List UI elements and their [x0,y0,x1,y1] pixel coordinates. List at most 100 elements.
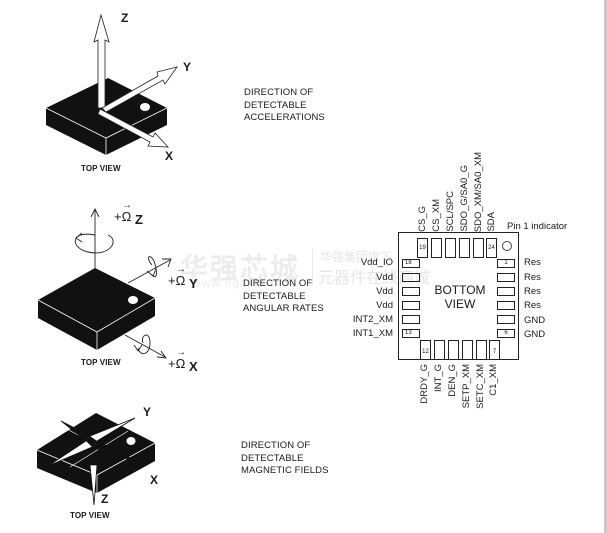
pin1-indicator-circle-icon [502,241,512,251]
pin-label-left: Vdd [376,286,393,297]
top-view-label: TOP VIEW [70,511,110,520]
pin-label-right: Res [524,300,541,311]
page-edge-divider [604,0,607,533]
pad-1: 1 [497,259,515,268]
z-axis-arrow-icon [93,13,110,109]
x-axis-label: X [188,359,198,374]
pad [476,340,487,360]
pin1-indicator-label: Pin 1 indicator [507,221,568,232]
pin-label-top: CS_G [417,206,428,232]
pad [497,273,515,282]
omega-symbol: +Ω [168,273,186,288]
caption-line: DETECTABLE [241,452,304,464]
pin-label-left: Vdd_IO [360,257,393,268]
bottom-view-line: VIEW [444,297,476,311]
pad-18: 18 [402,259,420,268]
y-axis-label: Y [143,405,152,419]
top-view-label: TOP VIEW [81,358,121,367]
caption-line: MAGNETIC FIELDS [241,465,329,476]
pad [448,340,459,360]
top-view-label: TOP VIEW [81,164,121,173]
omega-symbol: +Ω [168,356,186,371]
pin-label-left: INT1_XM [352,328,393,339]
pad [402,287,420,296]
pad [402,301,420,310]
omega-symbol: +Ω [114,209,132,224]
watermark-tagline-1: 华强集团旗下 [320,250,393,264]
x-axis-label: X [150,473,159,487]
pin1-dot-icon [128,296,138,304]
pin-label-bottom: DEN_G [447,364,458,397]
omega-y-label: → +Ω Y [168,264,198,291]
z-axis-label: Z [101,492,109,506]
pin-label-top: SDA [486,212,497,232]
pin-label-right: Res [524,272,541,283]
pad [497,315,515,324]
bottom-view-label: BOTTOM VIEW [425,283,495,311]
magnetic-field-caption: DIRECTION OF DETECTABLE MAGNETIC FIELDS [241,440,329,478]
pad [434,340,445,360]
pin-label-right: Res [524,257,541,268]
angular-rate-caption: DIRECTION OF DETECTABLE ANGULAR RATES [243,278,324,316]
pin1-dot-icon [140,103,150,111]
caption-line: DIRECTION OF [243,278,313,289]
y-axis-label: Y [188,276,198,291]
caption-line: ACCELERATIONS [244,112,325,123]
omega-z-label: → +Ω Z [114,200,143,227]
z-axis-label: Z [121,11,129,25]
pad [402,273,420,282]
pad-13: 13 [402,329,420,338]
pad [445,238,456,258]
pin-label-top: SDO_G/SA0_G [459,165,470,232]
pin-label-top: SDO_XM/SA0_XM [473,151,484,232]
y-rotation-icon [127,256,172,284]
magnetic-star-icon [47,417,141,506]
acceleration-caption: DIRECTION OF DETECTABLE ACCELERATIONS [244,87,325,125]
angular-rate-diagram [37,207,172,359]
pin-label-left: Vdd [376,300,393,311]
y-axis-arrow-icon [101,66,178,113]
caption-line: DETECTABLE [244,99,307,111]
pin1-dot-icon [126,437,136,445]
pad [497,287,515,296]
pad-6: 6 [497,329,515,338]
pin-label-top: CS_XM [431,199,442,232]
x-rotation-icon [124,334,167,359]
caption-line: DIRECTION OF [244,87,314,98]
magnetic-field-diagram [36,413,156,506]
pad [431,238,442,258]
pin-label-right: Res [524,286,541,297]
pin-label-right: GND [524,315,546,326]
watermark-brand: 华强芯城 [180,253,301,284]
bottom-view-line: BOTTOM [434,283,486,297]
pin-label-bottom: INT_G [433,364,444,392]
pad [497,301,515,310]
pin-label-bottom: SETC_XM [475,364,486,409]
pin-label-top: SCL/SPC [445,191,456,232]
caption-line: DIRECTION OF [241,440,311,451]
pin-label-left: Vdd [376,272,393,283]
pin-label-left: INT2_XM [352,314,393,325]
pad-19: 19 [417,238,428,258]
caption-line: DETECTABLE [243,290,306,302]
pin-label-bottom: SETP_XM [461,364,472,409]
watermark-divider [312,249,313,285]
pin-label-bottom: C1_XM [488,364,499,396]
caption-line: ANGULAR RATES [243,303,324,314]
pad [462,340,473,360]
acceleration-diagram [45,13,178,155]
watermark-url: www.hqchip.com [192,276,297,290]
pad [473,238,484,258]
y-axis-label: Y [183,60,192,74]
chip-body [37,268,156,350]
z-axis-label: Z [134,212,143,227]
pad [402,315,420,324]
pad-24: 24 [486,238,497,258]
omega-x-label: → +Ω X [168,347,198,374]
pad-7: 7 [489,340,500,360]
pad [459,238,470,258]
z-rotation-icon [74,207,114,268]
pin-label-bottom: DRDY_G [419,364,430,404]
x-axis-arrow-icon [97,108,169,148]
x-axis-label: X [165,149,174,163]
